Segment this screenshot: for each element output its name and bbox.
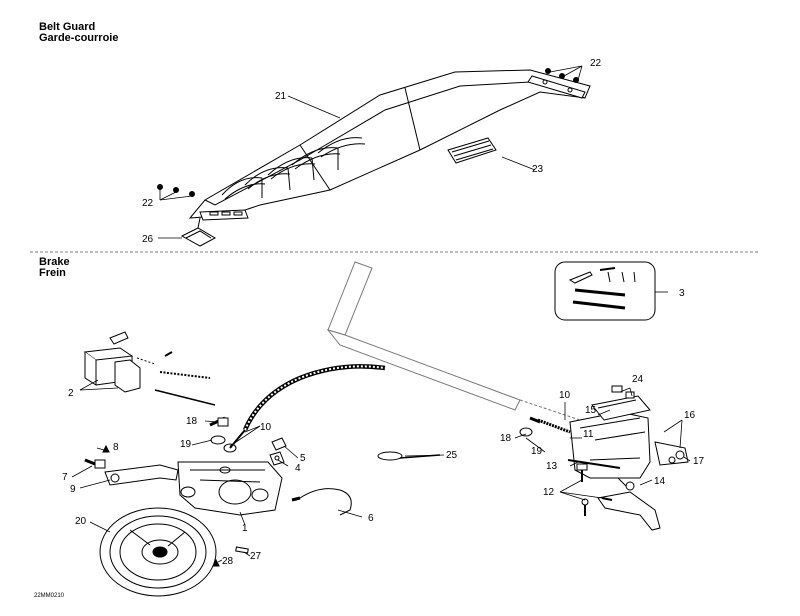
brake-title: Brake Frein xyxy=(39,257,70,279)
belt-guard-title-en: Belt Guard xyxy=(39,21,96,33)
callout-4: 4 xyxy=(295,463,301,474)
brake-leaders xyxy=(71,291,691,563)
callout-9: 9 xyxy=(70,484,76,495)
callout-13: 13 xyxy=(546,461,558,472)
callout-7: 7 xyxy=(62,472,68,483)
callout-22-rear: 22 xyxy=(590,58,602,69)
callout-25: 25 xyxy=(446,450,458,461)
callout-3: 3 xyxy=(679,288,685,299)
callout-8: 8 xyxy=(113,442,119,453)
callout-5: 5 xyxy=(300,453,306,464)
belt-guard-title: Belt Guard Garde-courroie xyxy=(39,22,118,44)
callout-10-right: 10 xyxy=(559,390,571,401)
callout-labels: 21 22 23 22 26 3 2 18 10 19 8 5 4 7 9 1 … xyxy=(62,58,705,567)
callout-18-right: 18 xyxy=(500,433,512,444)
callout-2: 2 xyxy=(68,388,74,399)
callout-16: 16 xyxy=(684,410,696,421)
belt-guard xyxy=(157,68,591,247)
callout-28: 28 xyxy=(222,556,234,567)
callout-27: 27 xyxy=(250,551,262,562)
callout-6: 6 xyxy=(368,513,374,524)
callout-1: 1 xyxy=(242,523,248,534)
callout-26: 26 xyxy=(142,234,154,245)
callout-21: 21 xyxy=(275,91,287,102)
callout-17: 17 xyxy=(693,456,705,467)
callout-12: 12 xyxy=(543,487,555,498)
callout-19-left: 19 xyxy=(180,439,192,450)
callout-10-left: 10 xyxy=(260,422,272,433)
brake-assembly xyxy=(83,261,689,597)
callout-15: 15 xyxy=(585,405,597,416)
belt-guard-leaders xyxy=(158,65,583,239)
brake-title-en: Brake xyxy=(39,256,70,268)
callout-11: 11 xyxy=(583,429,594,440)
callout-24: 24 xyxy=(632,374,644,385)
callout-18-left: 18 xyxy=(186,416,198,427)
callout-14: 14 xyxy=(654,476,666,487)
callout-20: 20 xyxy=(75,516,87,527)
brake-title-fr: Frein xyxy=(39,267,66,279)
callout-22-front: 22 xyxy=(142,198,154,209)
callout-19-right: 19 xyxy=(531,446,543,457)
callout-23: 23 xyxy=(532,164,544,175)
diagram-code: 22MM0210 xyxy=(34,593,65,599)
belt-guard-title-fr: Garde-courroie xyxy=(39,32,119,44)
